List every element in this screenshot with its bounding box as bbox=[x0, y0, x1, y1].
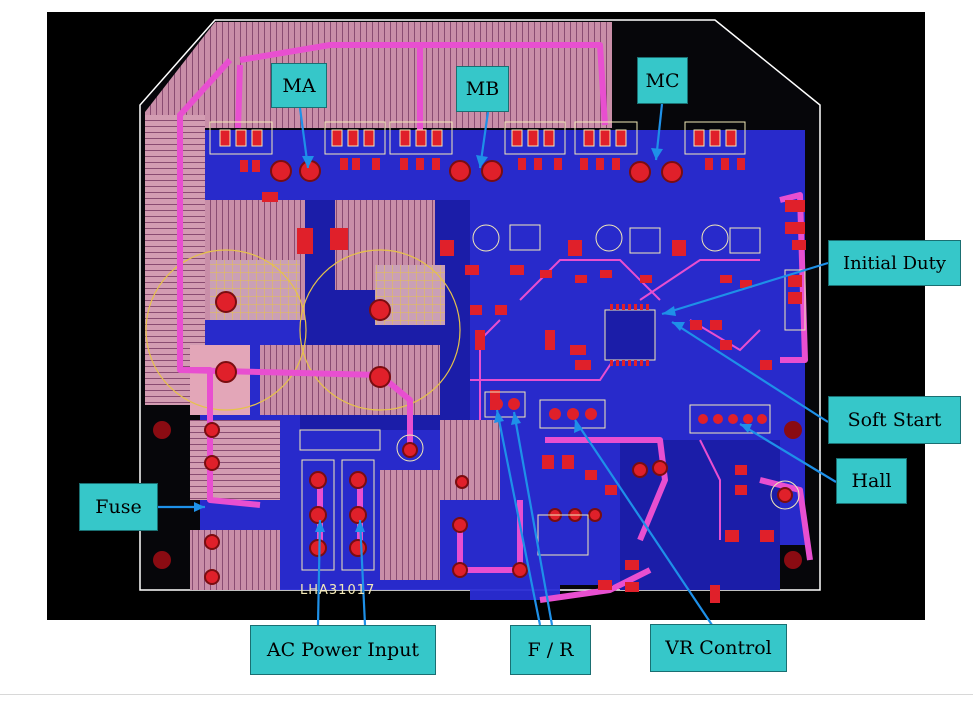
callout-soft-start: Soft Start bbox=[828, 396, 961, 444]
mosfet-pads bbox=[219, 129, 737, 147]
callout-hall: Hall bbox=[836, 458, 907, 504]
callout-fuse: Fuse bbox=[79, 483, 158, 531]
power-pads bbox=[204, 160, 793, 585]
callout-mc: MC bbox=[637, 57, 688, 104]
callout-fr: F / R bbox=[510, 625, 591, 675]
board-part-number: LHA31017 bbox=[300, 583, 376, 598]
callout-ma: MA bbox=[271, 63, 327, 108]
callout-ac-power-input: AC Power Input bbox=[250, 625, 436, 675]
bulk-capacitors bbox=[145, 249, 461, 411]
callout-mb: MB bbox=[456, 66, 509, 112]
connectors bbox=[299, 269, 806, 571]
smd-components bbox=[240, 158, 806, 603]
leader-arrowheads bbox=[194, 148, 752, 532]
ic-packages bbox=[509, 224, 761, 556]
bottom-divider bbox=[0, 694, 973, 695]
small-capacitors bbox=[396, 224, 800, 510]
mounting-holes bbox=[153, 421, 802, 569]
callout-initial-duty: Initial Duty bbox=[828, 240, 961, 286]
callout-vr-control: VR Control bbox=[650, 624, 787, 672]
leader-lines bbox=[158, 103, 837, 626]
mosfet-footprints bbox=[209, 121, 746, 155]
